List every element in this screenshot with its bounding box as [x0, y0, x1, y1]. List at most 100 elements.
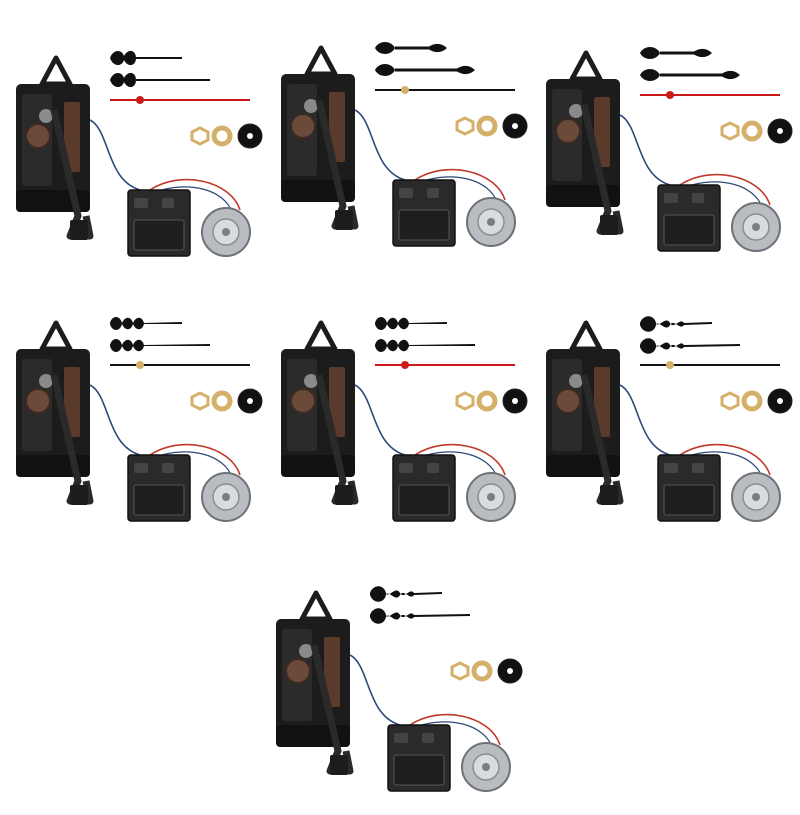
- wire-red: [149, 178, 241, 211]
- wire-blue: [89, 384, 141, 456]
- second-hand-hub: [401, 361, 409, 369]
- wire-speaker: [419, 451, 498, 478]
- hex-nut-icon: [450, 661, 470, 681]
- chime-switch: [394, 733, 408, 743]
- hanger-triangle: [299, 590, 333, 622]
- second-hand-hub: [136, 96, 144, 104]
- kit-illustration: [276, 586, 523, 792]
- movement-gear-small-icon: [304, 374, 318, 388]
- hour-hand-icon: [110, 50, 182, 66]
- movement-gear-icon: [290, 113, 316, 139]
- minute-hand-icon: [110, 72, 210, 88]
- movement-coil: [324, 637, 340, 707]
- kit-illustration: [546, 316, 793, 522]
- washer-icon: [476, 115, 498, 137]
- chime-switch: [134, 198, 148, 208]
- pendulum-hook: [335, 210, 353, 230]
- kit-illustration: [16, 50, 263, 257]
- gasket-hole: [507, 668, 513, 674]
- hex-nut-icon: [720, 121, 740, 141]
- chime-switch: [664, 463, 678, 473]
- movement-gear-icon: [25, 388, 51, 414]
- wire-blue: [619, 384, 671, 456]
- battery-compartment: [398, 209, 450, 241]
- hex-nut-icon: [720, 391, 740, 411]
- movement-coil: [594, 97, 610, 167]
- hour-hand-icon: [640, 47, 712, 59]
- clock-kit-3: [540, 35, 800, 275]
- movement-gear-small-icon: [39, 374, 53, 388]
- wire-blue: [349, 654, 401, 726]
- chime-switch: [422, 733, 434, 743]
- washer-icon: [471, 660, 493, 682]
- chime-switch: [162, 198, 174, 208]
- clock-kit-6: [540, 305, 800, 545]
- chime-switch: [162, 463, 174, 473]
- speaker-center: [487, 218, 495, 226]
- movement-gear-small-icon: [569, 104, 583, 118]
- speaker-center: [482, 763, 490, 771]
- movement-gear-small-icon: [39, 109, 53, 123]
- chime-switch: [427, 463, 439, 473]
- chime-switch: [427, 188, 439, 198]
- movement-gear-icon: [290, 388, 316, 414]
- hex-nut-icon: [190, 126, 210, 146]
- hex-nut-icon: [455, 391, 475, 411]
- wire-red: [414, 443, 506, 476]
- chime-switch: [399, 188, 413, 198]
- hanger-triangle: [39, 55, 73, 87]
- chime-switch: [399, 463, 413, 473]
- pendulum-hook: [70, 220, 88, 240]
- battery-compartment: [393, 754, 445, 786]
- chime-switch: [692, 193, 704, 203]
- movement-gear-small-icon: [299, 644, 313, 658]
- speaker-center: [752, 223, 760, 231]
- minute-hand-icon: [110, 339, 210, 352]
- speaker-center: [487, 493, 495, 501]
- minute-hand-icon: [370, 608, 470, 624]
- pendulum-hook: [70, 485, 88, 505]
- chime-switch: [134, 463, 148, 473]
- battery-compartment: [133, 219, 185, 251]
- wire-speaker: [684, 181, 763, 208]
- gasket-hole: [777, 398, 783, 404]
- movement-gear-icon: [285, 658, 311, 684]
- chime-switch: [664, 193, 678, 203]
- kit-illustration: [546, 47, 793, 252]
- washer-icon: [476, 390, 498, 412]
- pendulum-hook: [330, 755, 348, 775]
- wire-red: [414, 168, 506, 201]
- washer-icon: [211, 390, 233, 412]
- clock-kit-7: [270, 575, 530, 815]
- wire-blue: [354, 384, 406, 456]
- wire-speaker: [154, 451, 233, 478]
- movement-gear-small-icon: [569, 374, 583, 388]
- wire-speaker: [684, 451, 763, 478]
- wire-red: [679, 173, 771, 206]
- wire-blue: [619, 114, 671, 186]
- hour-hand-icon: [640, 316, 712, 332]
- second-hand-hub: [666, 91, 674, 99]
- movement-gear-icon: [25, 123, 51, 149]
- hour-hand-icon: [375, 317, 447, 330]
- kit-illustration: [281, 317, 528, 522]
- gasket-hole: [247, 398, 253, 404]
- gasket-hole: [247, 133, 253, 139]
- hex-nut-icon: [190, 391, 210, 411]
- clock-kit-1: [10, 40, 270, 280]
- wire-speaker: [154, 186, 233, 213]
- movement-gear-icon: [555, 388, 581, 414]
- speaker-center: [752, 493, 760, 501]
- minute-hand-icon: [375, 64, 475, 76]
- hanger-triangle: [304, 45, 338, 77]
- wire-speaker: [419, 176, 498, 203]
- movement-coil: [64, 367, 80, 437]
- kit-illustration: [16, 317, 263, 522]
- wire-red: [149, 443, 241, 476]
- second-hand-hub: [136, 361, 144, 369]
- wire-red: [679, 443, 771, 476]
- chime-switch: [692, 463, 704, 473]
- battery-compartment: [398, 484, 450, 516]
- gasket-hole: [512, 398, 518, 404]
